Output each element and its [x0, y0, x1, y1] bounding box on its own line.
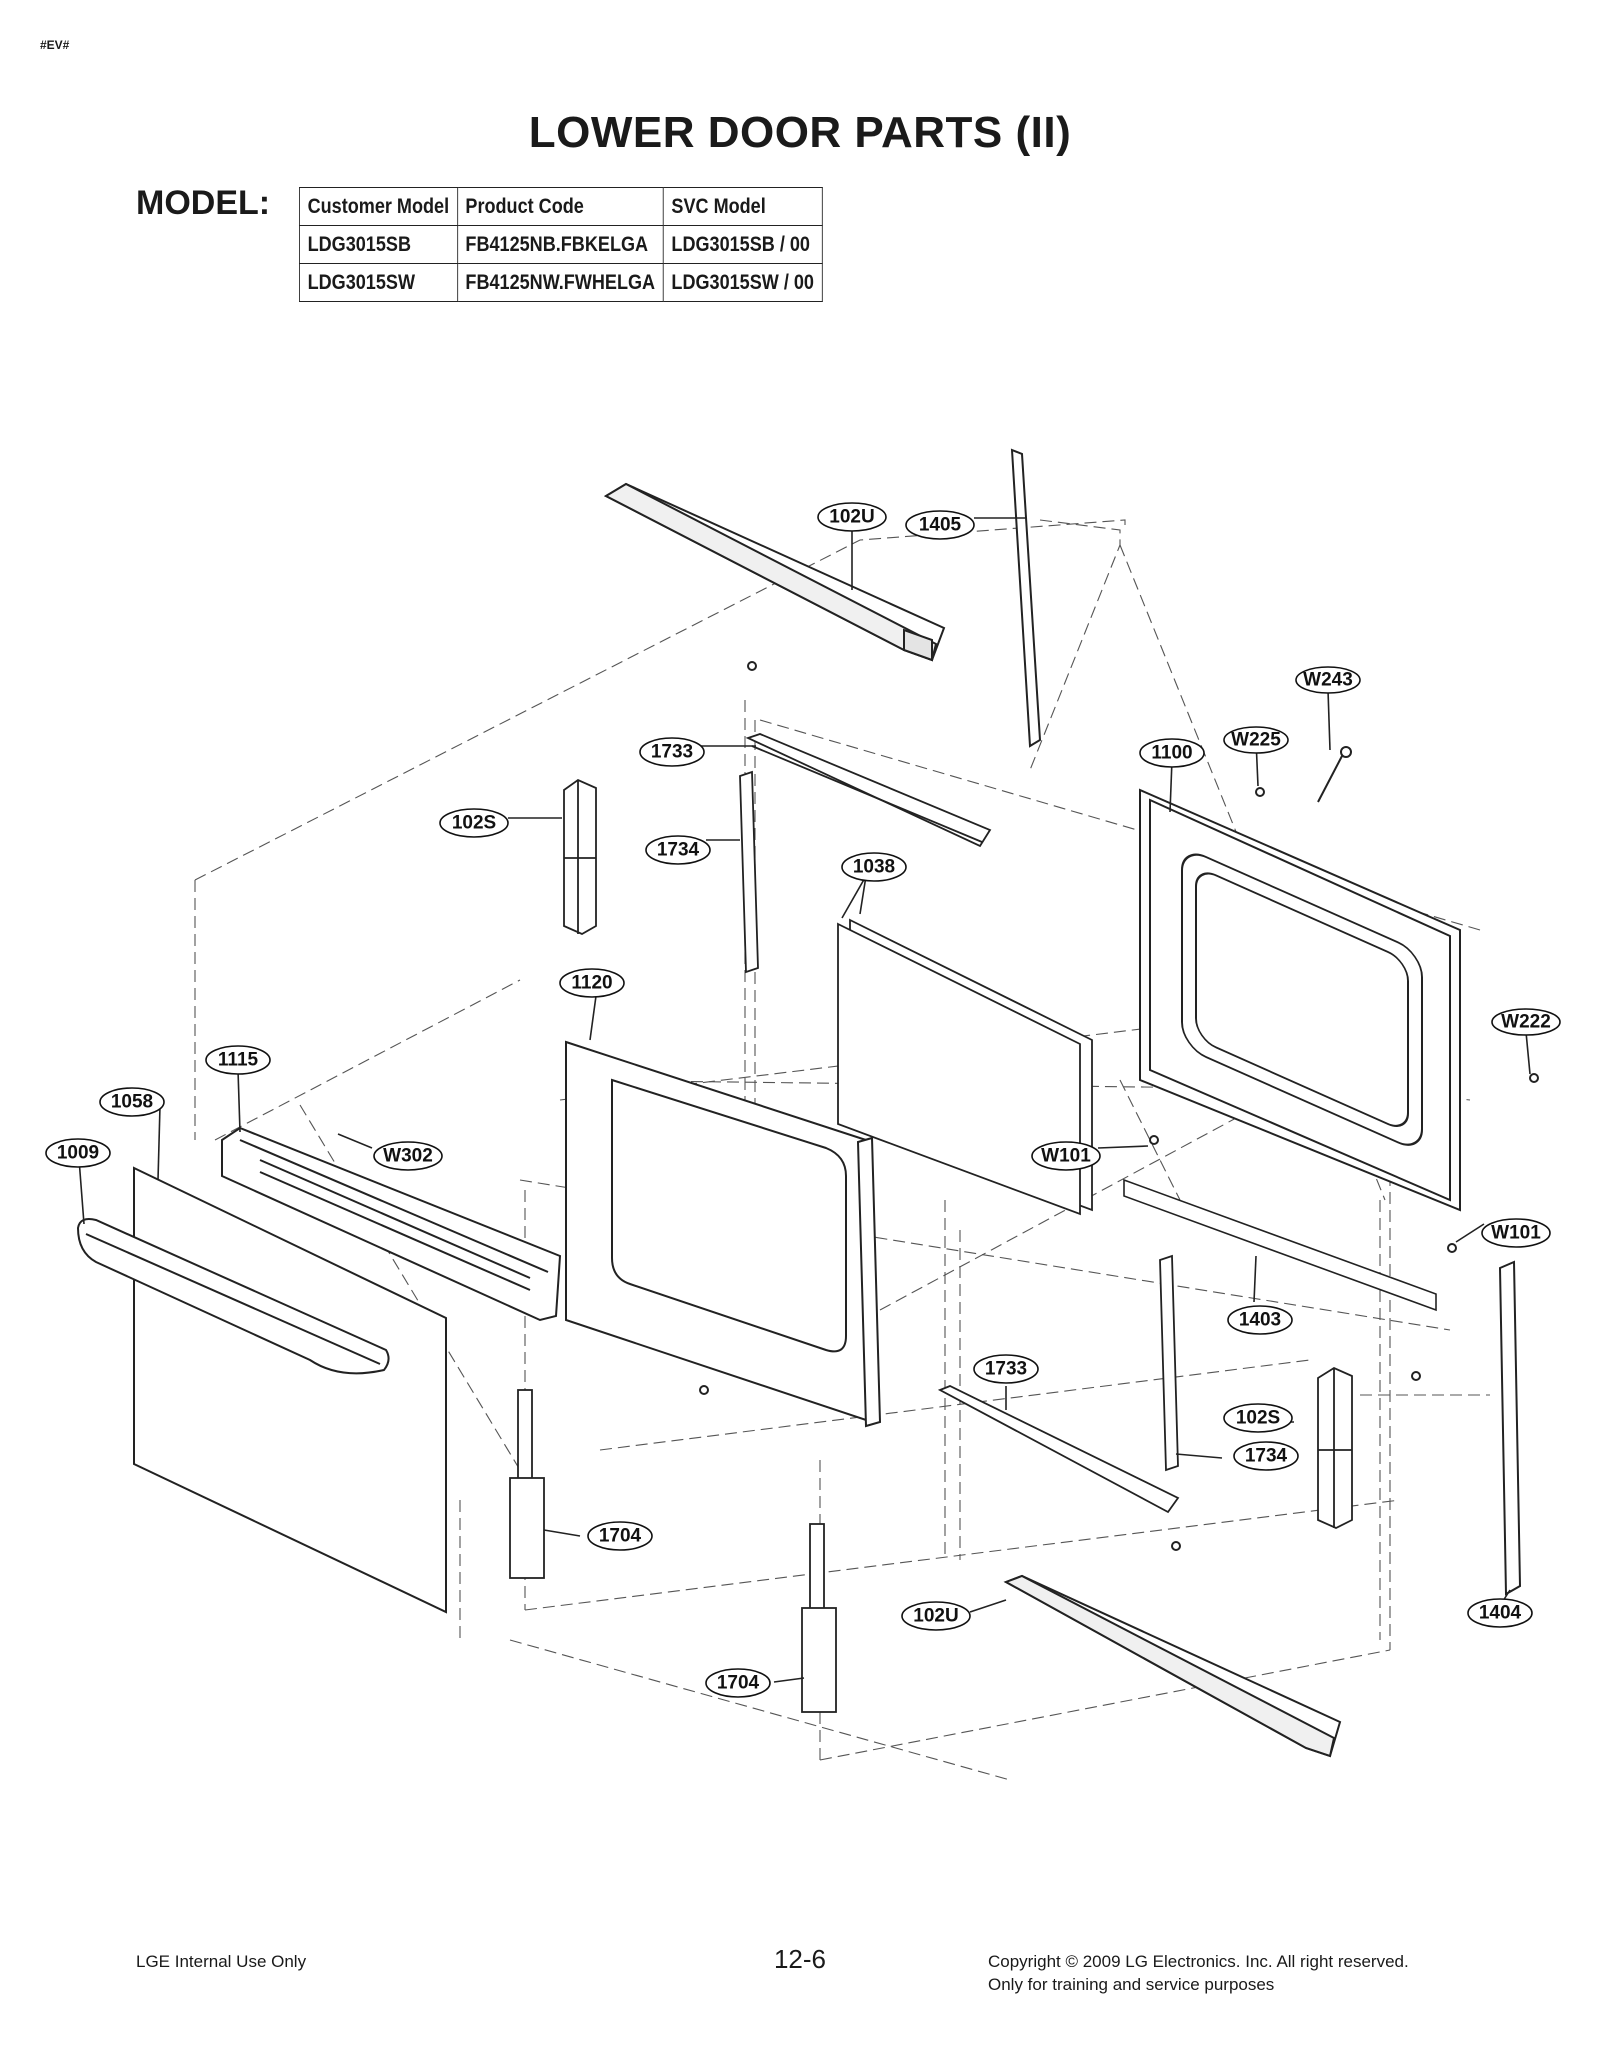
svg-text:1115: 1115 — [218, 1050, 259, 1071]
callout-1038: 1038 — [841, 852, 907, 882]
customer-model-cell: LDG3015SW — [299, 263, 458, 302]
fasteners — [699, 661, 1539, 1551]
page-number: 12-6 — [773, 1944, 827, 1974]
callout-1058: 1058 — [99, 1087, 165, 1117]
inner-door-frame — [1139, 788, 1461, 1212]
callout-1704-right: 1704 — [705, 1668, 771, 1698]
callout-W225: W225 — [1223, 726, 1289, 754]
svg-text:1734: 1734 — [657, 840, 700, 861]
callout-1009: 1009 — [45, 1138, 111, 1168]
callout-102S-left: 102S — [439, 808, 509, 838]
side-block-left — [563, 778, 597, 936]
svg-text:102S: 102S — [1236, 1408, 1280, 1429]
svg-text:W101: W101 — [1491, 1223, 1541, 1244]
callout-1115: 1115 — [205, 1045, 271, 1075]
side-block-right — [1317, 1366, 1353, 1529]
top-channel — [745, 733, 992, 848]
side-channel-right — [1159, 1254, 1179, 1472]
callout-W101-right: W101 — [1481, 1218, 1551, 1248]
svg-text:1403: 1403 — [1239, 1310, 1281, 1331]
svg-text:1058: 1058 — [111, 1092, 153, 1113]
bottom-bracket — [1123, 1178, 1437, 1312]
model-label: MODEL: — [136, 184, 271, 222]
callout-1404: 1404 — [1467, 1598, 1533, 1628]
svc-model-cell: LDG3015SB / 00 — [662, 225, 823, 264]
hinge-right — [801, 1523, 837, 1713]
svg-text:1120: 1120 — [571, 973, 612, 994]
callout-W101-left: W101 — [1031, 1141, 1101, 1171]
svg-text:W302: W302 — [383, 1146, 433, 1167]
callout-102U-top: 102U — [817, 502, 887, 532]
door-liner — [565, 1040, 882, 1428]
callout-1100: 1100 — [1139, 738, 1205, 768]
side-channel-left — [739, 770, 759, 974]
model-table-header-row: Customer Model Product Code SVC Model — [299, 187, 823, 226]
training-note-line: Only for training and service purposes — [988, 1975, 1275, 1994]
svg-text:102U: 102U — [829, 507, 874, 528]
svg-text:1405: 1405 — [919, 515, 962, 536]
callout-1120: 1120 — [559, 968, 625, 998]
callout-W243: W243 — [1295, 666, 1361, 694]
header-product-code: Product Code — [456, 187, 664, 226]
svg-text:102S: 102S — [452, 813, 496, 834]
side-strip-right-bottom — [1498, 1260, 1522, 1596]
svg-text:102U: 102U — [913, 1606, 958, 1627]
callout-102S-right: 102S — [1223, 1403, 1293, 1433]
svg-text:1100: 1100 — [1151, 743, 1192, 764]
door-handle — [76, 1218, 390, 1375]
callout-1733-bottom: 1733 — [973, 1354, 1039, 1384]
svg-text:1009: 1009 — [57, 1143, 99, 1164]
svg-text:1704: 1704 — [717, 1673, 760, 1694]
svg-text:W243: W243 — [1303, 670, 1353, 691]
callout-102U-bottom: 102U — [901, 1601, 971, 1631]
table-row: LDG3015SW FB4125NW.FWHELGA LDG3015SW / 0… — [299, 263, 823, 302]
callout-W302: W302 — [373, 1141, 443, 1171]
svg-text:1733: 1733 — [985, 1359, 1027, 1380]
callout-1734-top: 1734 — [645, 835, 711, 865]
hinge-left — [509, 1389, 545, 1579]
svg-text:1038: 1038 — [853, 857, 895, 878]
page-title: LOWER DOOR PARTS (II) — [528, 108, 1072, 157]
callout-W222: W222 — [1491, 1008, 1561, 1036]
bottom-trim-bar — [1003, 1574, 1342, 1758]
header-customer-model: Customer Model — [299, 187, 458, 226]
model-table: Customer Model Product Code SVC Model LD… — [299, 187, 823, 302]
callout-1403: 1403 — [1227, 1305, 1293, 1335]
svg-text:W225: W225 — [1231, 730, 1281, 751]
copyright-line: Copyright © 2009 LG Electronics. Inc. Al… — [988, 1952, 1409, 1971]
side-strip-right-top — [1010, 448, 1042, 748]
svg-text:1734: 1734 — [1245, 1446, 1288, 1467]
svg-text:W222: W222 — [1501, 1012, 1551, 1033]
svg-text:1733: 1733 — [651, 742, 693, 763]
top-trim-bar — [603, 482, 946, 662]
table-row: LDG3015SB FB4125NB.FBKELGA LDG3015SB / 0… — [299, 225, 823, 264]
svg-text:1404: 1404 — [1479, 1603, 1522, 1624]
footer-internal-use: LGE Internal Use Only — [136, 1952, 307, 1971]
product-code-cell: FB4125NB.FBKELGA — [456, 225, 664, 264]
svg-text:W101: W101 — [1041, 1146, 1091, 1167]
glass-panes — [837, 918, 1093, 1216]
callout-1704-left: 1704 — [587, 1521, 653, 1551]
footer-copyright: Copyright © 2009 LG Electronics. Inc. Al… — [988, 1950, 1409, 1996]
callout-1734-bottom: 1734 — [1233, 1441, 1299, 1471]
svg-text:1704: 1704 — [599, 1526, 642, 1547]
header-svc-model: SVC Model — [662, 187, 823, 226]
document-code: #EV# — [40, 38, 70, 52]
svc-model-cell: LDG3015SW / 00 — [662, 263, 823, 302]
callout-1405: 1405 — [905, 510, 975, 540]
lower-channel — [937, 1385, 1180, 1514]
customer-model-cell: LDG3015SB — [299, 225, 458, 264]
callout-1733-top: 1733 — [639, 737, 705, 767]
product-code-cell: FB4125NW.FWHELGA — [456, 263, 664, 302]
